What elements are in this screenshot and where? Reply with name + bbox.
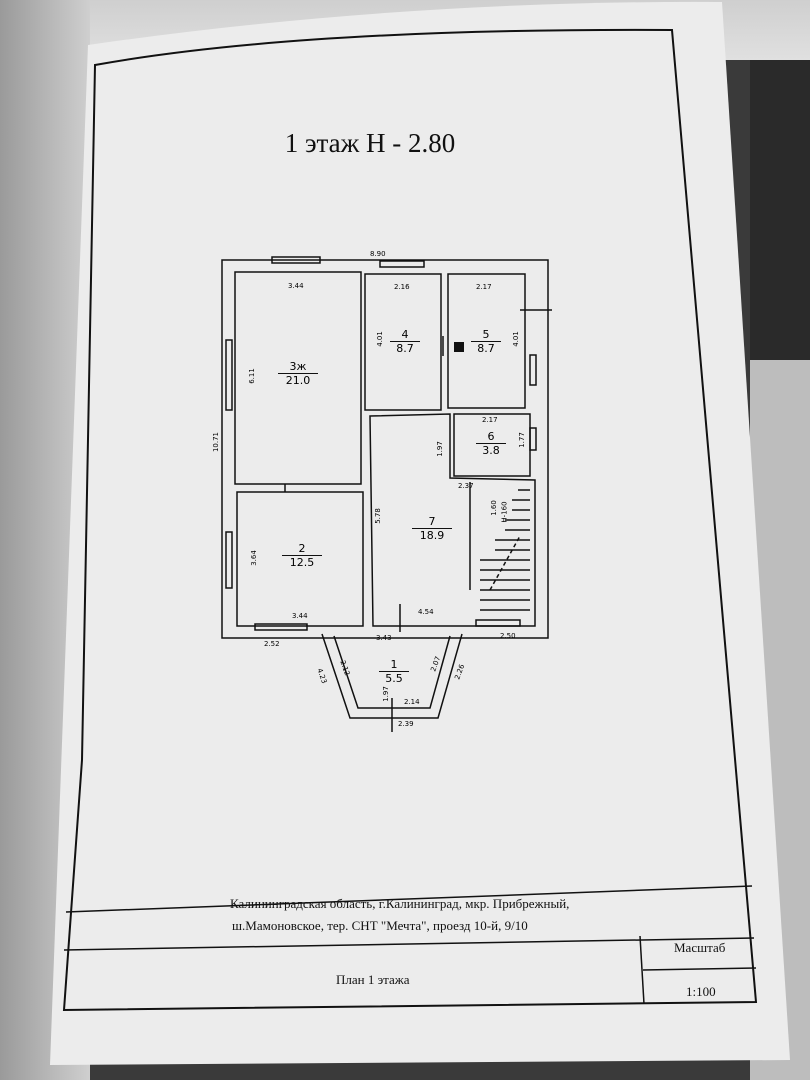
dim-overall-width: 8.90 (370, 250, 386, 258)
dim-bottom-left: 2.52 (264, 640, 280, 648)
room-4-outline (364, 273, 442, 411)
outer-wall (221, 259, 549, 639)
page-title: 1 этаж Н - 2.80 (284, 128, 456, 158)
dim-r2-width: 3.44 (292, 612, 308, 620)
dim-r5-width: 2.17 (476, 283, 492, 291)
scale-label: Масштаб (674, 940, 726, 955)
dim-porch-bottom-outer: 2.39 (398, 720, 414, 728)
dim-porch-top: 3.43 (376, 634, 392, 642)
room-7-outline (369, 413, 536, 627)
dim-r7-width: 4.54 (418, 608, 434, 616)
plan-name: План 1 этажа (336, 972, 410, 987)
stairs (469, 482, 530, 611)
dim-porch-bottom-inner: 2.14 (404, 698, 420, 706)
background-right-dark (750, 60, 810, 360)
room-2-outline (236, 491, 364, 627)
dim-r4-width: 2.16 (394, 283, 410, 291)
dim-r3-width: 3.44 (288, 282, 304, 290)
dim-bottom-right: 2.50 (500, 632, 516, 640)
room-5-outline (447, 273, 526, 409)
scale-value: 1:100 (686, 984, 716, 999)
dim-r6-width: 2.17 (482, 416, 498, 424)
address-line-2: ш.Мамоновское, тер. СНТ "Мечта", проезд … (232, 918, 528, 933)
dim-r6-bottom: 2.37 (458, 482, 474, 490)
room-3-outline (234, 271, 362, 485)
address-line-1: Калининградская область, г.Калининград, … (230, 896, 570, 911)
porch-outline (321, 633, 463, 719)
